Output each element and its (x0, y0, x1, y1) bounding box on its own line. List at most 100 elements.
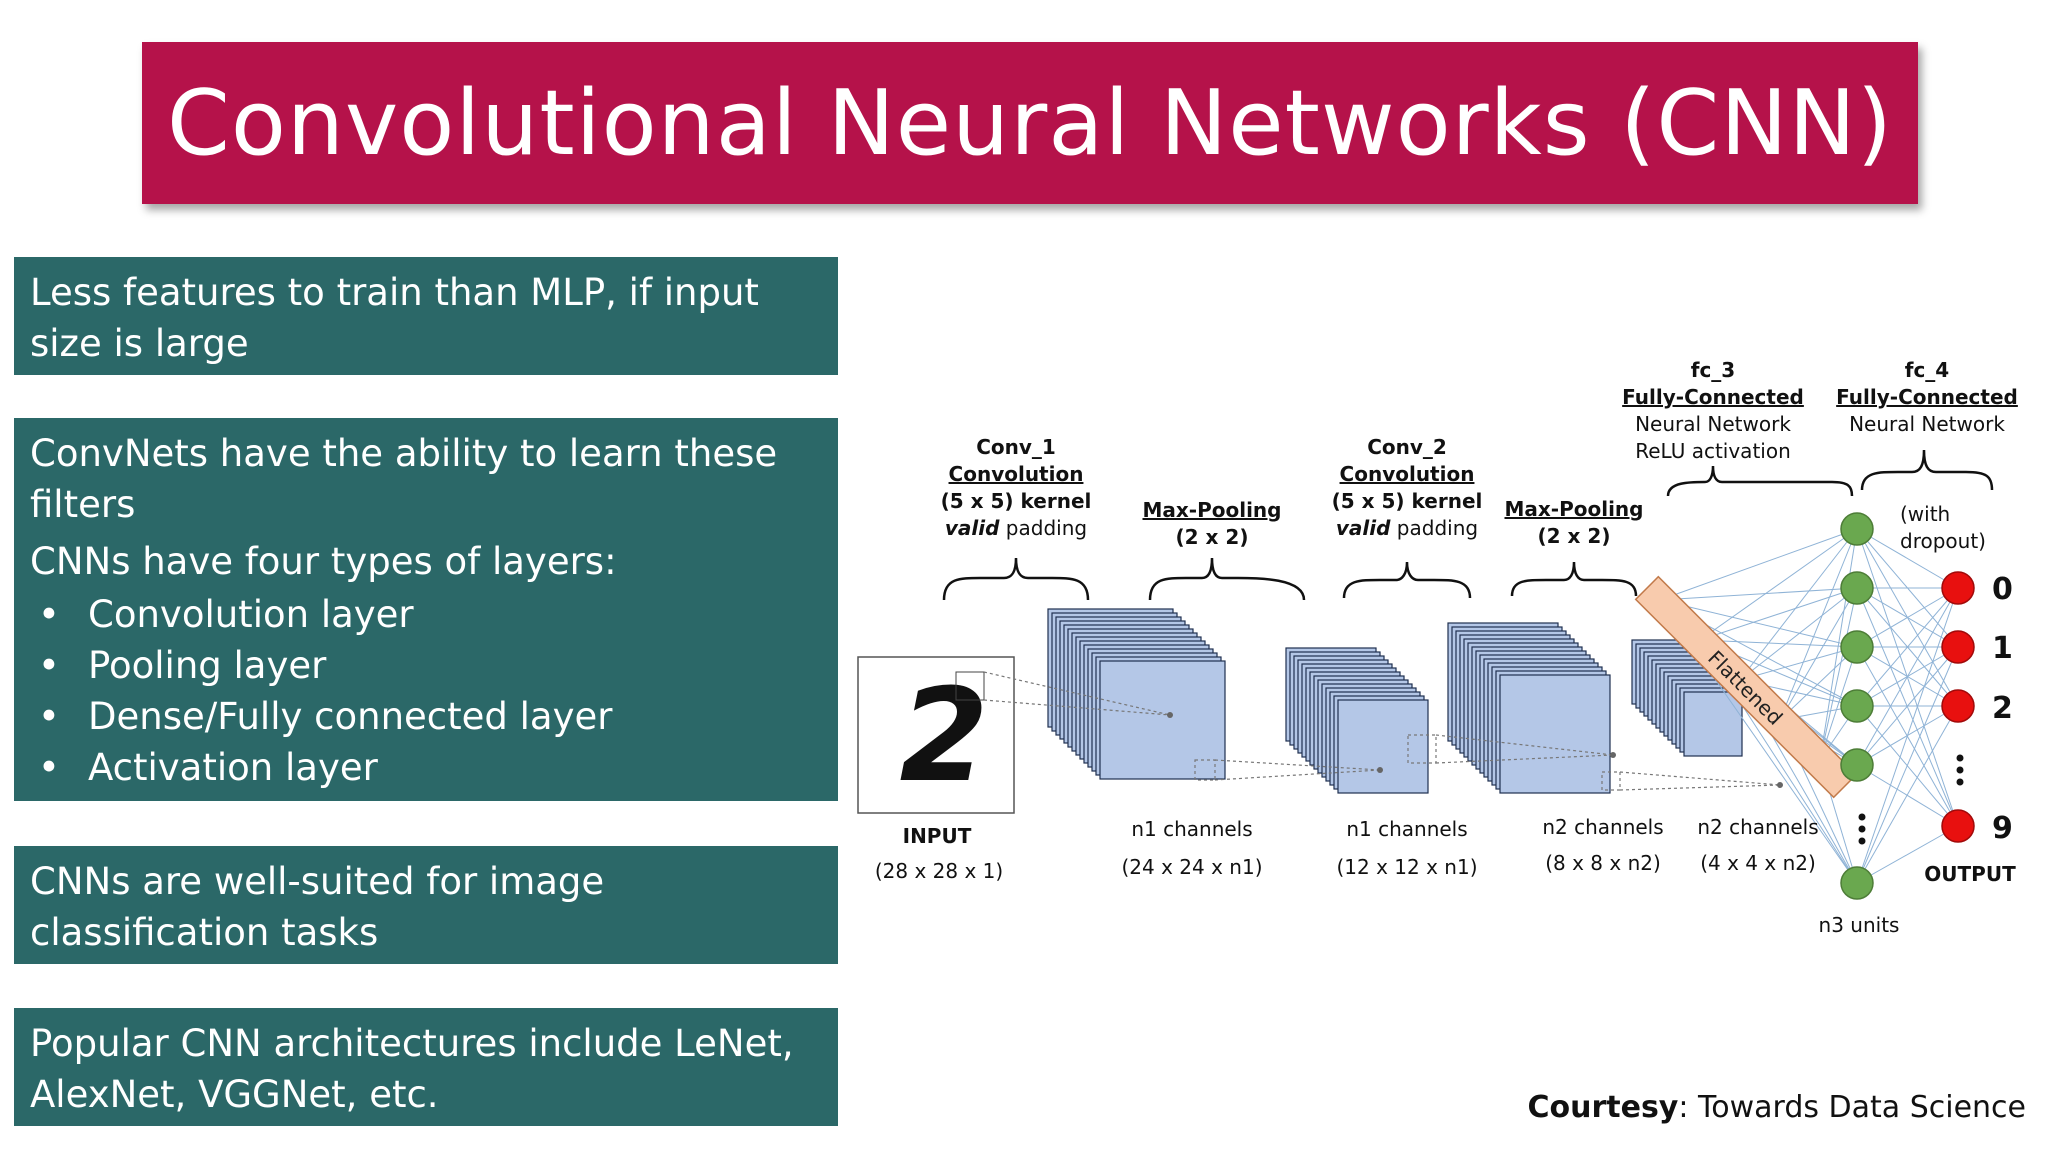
connection-line (1659, 528, 1858, 601)
fc3-line1: Neural Network (1635, 412, 1791, 436)
connection-line (1856, 587, 1959, 884)
conv1-name: Conv_1 (976, 435, 1056, 459)
bullet-icon: • (38, 695, 60, 738)
brace-pool1 (1148, 557, 1306, 601)
stack-conv1 (1047, 608, 1226, 780)
info-box-architectures: Popular CNN architectures include LeNet,… (14, 1008, 838, 1126)
dropout-label-1: (with (1900, 502, 1950, 526)
connection-line (1819, 528, 1858, 761)
output-node (1941, 689, 1975, 723)
connection-line (1659, 599, 1858, 648)
connection-line (1856, 587, 1959, 827)
hidden-node (1840, 630, 1874, 664)
output-label: OUTPUT (1924, 862, 2016, 886)
info-text-classification: CNNs are well-suited for image classific… (30, 860, 605, 954)
list-item-label: Dense/Fully connected layer (88, 695, 613, 738)
fm3-dims: (8 x 8 x n2) (1545, 851, 1661, 875)
fm4-dims: (4 x 4 x n2) (1700, 851, 1816, 875)
flattened-bar (1634, 575, 1858, 799)
fm3-label: n2 channels (1542, 815, 1663, 839)
title-banner: Convolutional Neural Networks (CNN) (142, 42, 1918, 204)
connection-line (1856, 587, 1959, 766)
feature-map-slice (1499, 674, 1611, 794)
list-item: • Dense/Fully connected layer (30, 691, 822, 742)
pool1-type: Max-Pooling (1142, 498, 1281, 522)
fc3-name: fc_3 (1691, 358, 1735, 382)
projection-points (1167, 712, 1783, 788)
conv2-padding: valid padding (1336, 516, 1478, 540)
stack-pool1 (1285, 647, 1429, 794)
connection-line (1699, 528, 1858, 641)
dense-connections (1659, 528, 1959, 884)
info-box-classification: CNNs are well-suited for image classific… (14, 846, 838, 964)
conv2-kernel: (5 x 5) kernel (1332, 489, 1483, 513)
dropout-label-2: dropout) (1900, 529, 1986, 553)
output-node (1941, 630, 1975, 664)
brace-conv1 (942, 557, 1090, 601)
connection-line (1856, 705, 1959, 884)
brace-fc4 (1860, 449, 1994, 491)
output-digit: 0 (1992, 572, 2013, 607)
courtesy-source: : Towards Data Science (1678, 1090, 2026, 1125)
output-digits: 0 1 2 9 (1992, 572, 2013, 846)
connection-line (1856, 825, 1959, 884)
pool2-size: (2 x 2) (1538, 524, 1611, 548)
fc4-name: fc_4 (1905, 358, 1949, 382)
pool2-type: Max-Pooling (1504, 497, 1643, 521)
bullet-icon: • (38, 593, 60, 636)
feature-map-slice (1683, 691, 1743, 757)
fc4-line1: Neural Network (1849, 412, 2005, 436)
connection-line (1779, 528, 1858, 721)
list-item: •Activation layer (30, 742, 822, 793)
fm2-label: n1 channels (1346, 817, 1467, 841)
hidden-node (1840, 512, 1874, 546)
hidden-ellipsis-icon (1858, 813, 1866, 845)
output-digit: 2 (1992, 691, 2013, 726)
receptive-field-box (955, 671, 985, 701)
brace-conv2 (1342, 561, 1472, 599)
input-image-frame (857, 656, 1015, 814)
connection-line (1659, 587, 1858, 601)
list-item-label: Pooling layer (88, 644, 327, 687)
fc4-type: Fully-Connected (1836, 385, 2018, 409)
ellipsis-icons (1858, 754, 1964, 845)
list-item-label: Convolution layer (88, 593, 414, 636)
info-text-layer-types: CNNs have four types of layers: (30, 540, 617, 583)
connection-line (1739, 587, 1858, 681)
stack-pool2 (1631, 639, 1743, 757)
output-digit: 1 (1992, 631, 2013, 666)
fc3-line2: ReLU activation (1635, 439, 1791, 463)
list-item-label: Activation layer (88, 746, 378, 789)
info-box-layers: ConvNets have the ability to learn these… (14, 418, 838, 801)
connection-line (1856, 587, 1959, 707)
connection-line (1819, 587, 1858, 761)
input-dims: (28 x 28 x 1) (875, 859, 1003, 883)
conv2-type: Convolution (1340, 462, 1475, 486)
connection-line (1699, 639, 1858, 648)
list-item: • Convolution layer (30, 589, 822, 640)
hidden-units (1840, 512, 1874, 900)
conv1-padding: valid padding (945, 516, 1087, 540)
layer-list: • Convolution layer •Pooling layer • Dense… (30, 589, 822, 793)
courtesy-credit: Courtesy: Towards Data Science (1527, 1090, 2026, 1125)
brace-fc3 (1666, 465, 1854, 497)
output-units (1941, 571, 1975, 843)
courtesy-bold: Courtesy (1527, 1090, 1679, 1125)
stack-conv2 (1447, 622, 1611, 794)
info-box-features: Less features to train than MLP, if inpu… (14, 257, 838, 375)
fm1-dims: (24 x 24 x n1) (1121, 855, 1262, 879)
fm1-label: n1 channels (1131, 817, 1252, 841)
connection-line (1856, 646, 1959, 884)
fc3-type: Fully-Connected (1622, 385, 1804, 409)
input-label: INPUT (903, 824, 972, 848)
connection-line (1699, 587, 1858, 641)
info-text-architectures: Popular CNN architectures include LeNet,… (30, 1022, 794, 1116)
brace-pool2 (1510, 561, 1638, 597)
hidden-node (1840, 748, 1874, 782)
fm2-dims: (12 x 12 x n1) (1336, 855, 1477, 879)
list-item: •Pooling layer (30, 640, 822, 691)
projection-lines (983, 671, 1781, 791)
connection-line (1856, 646, 1959, 766)
hidden-node (1840, 866, 1874, 900)
